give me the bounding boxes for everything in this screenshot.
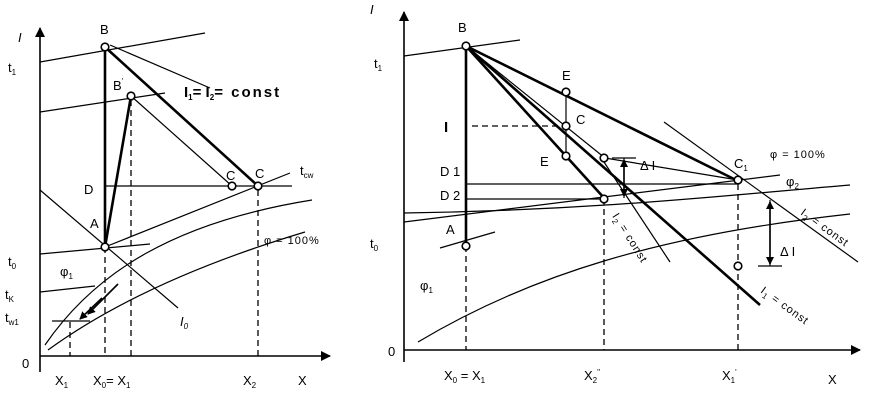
right-label-d1: D 1: [440, 164, 460, 179]
right-label-c1: C1: [734, 156, 748, 173]
left-label-tk: tK: [5, 287, 15, 304]
left-isotherm-b-prime: [39, 92, 166, 113]
left-tick-x1: X1: [55, 373, 69, 390]
right-line-b-d2: [465, 45, 606, 200]
left-line-bprime-cprime: [130, 95, 233, 187]
left-saturation-curve-phi100: [47, 231, 306, 351]
left-label-phi1: φ1: [60, 264, 73, 281]
right-point-i1: [733, 261, 743, 271]
left-label-t0: t0: [8, 254, 17, 271]
left-isotherm-tk: [39, 285, 96, 293]
left-label-d: D: [84, 182, 93, 197]
left-label-tcw: tcw: [300, 163, 314, 180]
right-point-a: [461, 241, 471, 251]
right-tick-x2pp: X2'': [584, 368, 601, 385]
left-point-cprime: [227, 181, 237, 191]
left-label-c: C: [255, 166, 264, 181]
right-label-b: B: [458, 20, 467, 35]
left-tick-x2: X2: [243, 373, 257, 390]
right-label-i2-const-right: I2 = const: [797, 207, 851, 251]
left-line-b-c: [104, 46, 259, 187]
right-isotherm-t0: [439, 231, 496, 249]
right-diagram: I t1 t0 B E C E I D 1 D 2 A C1 φ = 100% …: [370, 2, 861, 387]
right-label-i: I: [444, 119, 448, 136]
right-label-t1: t1: [374, 56, 383, 73]
left-label-a: A: [90, 216, 99, 231]
right-label-t0: t0: [370, 236, 379, 253]
right-point-e-bot: [561, 151, 571, 161]
left-label-cprime: C: [226, 168, 235, 183]
left-label-bprime: B': [113, 77, 124, 93]
left-line-a-bprime: [103, 95, 133, 248]
right-line-i2-const-right: [663, 121, 859, 263]
right-label-c: C: [576, 112, 585, 127]
right-tick-x: X: [828, 372, 837, 387]
right-label-delta-i-top: Δ I: [640, 158, 655, 173]
right-point-e2: [599, 153, 609, 163]
right-label-phi100: φ = 100%: [770, 149, 826, 161]
left-origin-label: 0: [22, 356, 29, 371]
left-label-equation: I1= I2= const: [184, 84, 281, 102]
left-line-top-const: [109, 44, 211, 89]
right-label-d2: D 2: [440, 188, 460, 203]
right-axis-y-label: I: [370, 2, 374, 17]
right-tick-x1p: X1': [722, 368, 737, 385]
right-label-phi2: φ2: [786, 174, 799, 191]
right-point-d2: [599, 194, 609, 204]
left-arrow-2: [79, 297, 103, 320]
right-point-b: [461, 41, 471, 51]
left-tick-x: X: [298, 373, 307, 388]
right-point-c1: [733, 175, 743, 185]
left-label-t1: t1: [8, 60, 17, 77]
right-label-e-bot: E: [540, 154, 549, 169]
left-point-bprime: [126, 91, 136, 101]
left-label-b: B: [100, 22, 109, 37]
left-point-b: [100, 42, 110, 52]
right-origin-label: 0: [388, 344, 395, 359]
right-label-a: A: [446, 222, 455, 237]
right-saturation-curve-phi2: [403, 184, 851, 214]
right-label-phi1: φ1: [420, 278, 433, 295]
left-arrow-1: [87, 283, 119, 315]
left-label-i0: I0: [180, 314, 189, 331]
left-point-c: [253, 181, 263, 191]
left-isotherm-t0: [39, 243, 151, 255]
right-point-c: [561, 121, 571, 131]
right-saturation-curve-phi1: [417, 213, 851, 343]
right-tick-x0: X0 = X1: [444, 368, 486, 385]
right-line-b-i1: [465, 45, 761, 306]
right-point-e-top: [561, 87, 571, 97]
left-saturation-curve-phi1: [44, 199, 313, 346]
right-label-e-top: E: [562, 68, 571, 83]
left-diagram: I t1 t0 tK tw1 B B' C C D A I0 tcw φ = 1…: [5, 22, 331, 390]
left-label-tw1: tw1: [5, 310, 19, 327]
left-tick-x0: X0= X1: [93, 373, 131, 390]
right-label-delta-i-right: Δ I: [780, 244, 795, 259]
left-point-a: [100, 242, 110, 252]
right-line-b-ebot: [465, 45, 606, 159]
left-isotherm-t1: [39, 32, 206, 63]
left-label-phi100: φ = 100%: [264, 235, 320, 247]
right-line-b-c1: [465, 44, 741, 184]
right-label-i1-const: I1 = const: [757, 285, 811, 329]
left-axis-y-label: I: [18, 30, 22, 45]
